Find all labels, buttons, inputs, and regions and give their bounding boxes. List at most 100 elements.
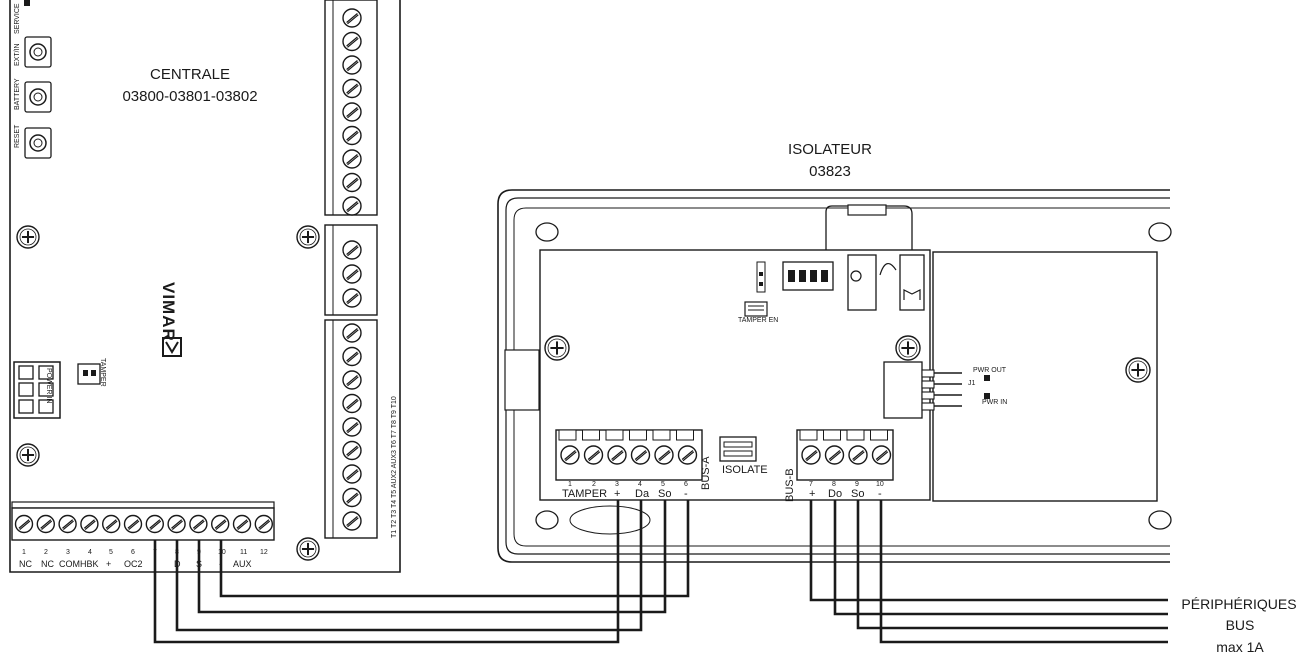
right-screw-top-0-slot	[346, 13, 358, 23]
j1-pin-1	[921, 380, 935, 389]
right-screw-top-1-slot2	[347, 37, 359, 48]
bottom-screw-3-slot	[62, 519, 74, 529]
right-screw-bot-0-slot	[346, 328, 358, 338]
right-screw-top-7-slot	[346, 177, 358, 188]
bottom-screw-4-slot2	[84, 520, 96, 530]
iso-side-notch	[504, 349, 540, 411]
iso-oval-tl	[535, 222, 559, 242]
wire-busb-s	[856, 500, 1168, 630]
busb-tab-2	[846, 429, 865, 441]
rt-label-group-1: T1 T2 T3 T4 T5 AUX2 AUX3 T6 T7 T8 T9 T10	[391, 396, 399, 538]
busa-tab-1	[582, 429, 600, 441]
rt-t4: T4	[391, 499, 398, 508]
led-1	[759, 272, 763, 276]
busa-screw-4-slot	[634, 450, 647, 460]
power-pin-0-0	[18, 365, 34, 380]
right-screw-top-2-slot2	[347, 61, 359, 72]
centrale-mount-bl-inner	[19, 446, 37, 464]
iso-mount-right-inner	[1128, 360, 1148, 380]
centrale-mount-tl-inner	[19, 228, 37, 246]
bottom-screw-6-slot	[127, 519, 139, 529]
service-led	[24, 0, 30, 6]
btn-label-extin: EXT/IN	[14, 43, 21, 66]
j1-pin-3	[921, 402, 935, 411]
micro-switch-2	[899, 254, 925, 311]
right-screw-top-5-slot	[346, 130, 358, 141]
button-dot-2	[33, 138, 43, 148]
centrale-models: 03800-03801-03802	[122, 88, 258, 105]
right-screw-bot-1-slot2	[347, 352, 359, 363]
wire-busb-d	[833, 500, 1168, 616]
power-in-label: POWER IN	[45, 368, 52, 404]
right-screw-mid-2-slot	[346, 293, 358, 303]
bottom-screw-7-slot	[149, 519, 161, 529]
right-screw-bot-3-slot	[346, 398, 358, 409]
iso-oval-br	[1148, 510, 1172, 530]
ct-num-5: 5	[109, 549, 113, 556]
isolate-bar-2	[723, 450, 753, 457]
bottom-screw-1-slot	[18, 519, 30, 529]
busa-screw-2-slot	[587, 450, 600, 460]
right-screw-top-8-slot2	[347, 202, 359, 213]
busb-screw-3-slot	[852, 450, 864, 460]
button-dot-1	[33, 92, 43, 102]
bottom-screw-8-slot	[171, 519, 183, 529]
bottom-screw-9-slot	[192, 519, 204, 529]
busb-minus: -	[878, 488, 882, 500]
isolateur-model: 03823	[809, 163, 851, 180]
rt-aux2: AUX2	[391, 469, 398, 489]
ct-num-1: 1	[22, 549, 26, 556]
wire-centrale-d	[175, 500, 643, 632]
rt-t7: T7	[391, 430, 398, 439]
right-screw-top-5-slot2	[347, 131, 359, 142]
bottom-screw-7-slot2	[150, 520, 162, 530]
output-bus: BUS	[1225, 617, 1255, 633]
bottom-screw-9-slot2	[193, 520, 205, 530]
dip-lever-1	[799, 270, 806, 282]
busa-screw-5-slot	[658, 450, 670, 460]
ct-num-8: 8	[175, 549, 179, 556]
bottom-screw-8-slot2	[171, 520, 183, 530]
bottom-screw-2-slot2	[41, 520, 53, 530]
iso-oval-bl	[535, 510, 559, 530]
right-screw-bot-2-slot2	[347, 376, 359, 387]
isolateur-title: ISOLATEUR	[788, 141, 872, 158]
bottom-block	[11, 507, 275, 541]
busa-screw-6-slot	[681, 450, 694, 460]
dip-lever-2	[810, 270, 817, 282]
busb-screw-2-slot2	[829, 451, 842, 462]
output-peripheriques: PÉRIPHÉRIQUES	[1181, 596, 1297, 612]
busa-num-2: 2	[592, 481, 596, 488]
ct-num-4: 4	[88, 549, 92, 556]
right-screw-bot-1-slot	[346, 351, 358, 362]
ct-label-minus: -	[219, 559, 222, 569]
right-screw-bot-3-slot2	[347, 399, 359, 410]
power-pin-0-1	[38, 365, 54, 380]
busb-do: Do	[828, 488, 843, 500]
busb-so: So	[851, 488, 865, 500]
busa-label: BUS-A	[700, 456, 712, 490]
right-screw-bot-6-slot	[346, 469, 358, 479]
bottom-screw-3-slot2	[62, 520, 74, 530]
rt-t3: T3	[391, 509, 398, 518]
right-screw-mid-2-slot2	[347, 294, 359, 305]
busa-screw-5-slot2	[659, 451, 671, 462]
pwr-in-label: PWR IN	[982, 399, 1008, 406]
bottom-screw-12-slot2	[259, 520, 271, 530]
micro-switch-2-lever	[903, 289, 921, 300]
wire-busb-plus	[809, 500, 1168, 602]
busa-num-5: 5	[661, 481, 665, 488]
right-screw-bot-8-slot2	[347, 517, 359, 528]
ct-num-9: 9	[197, 549, 201, 556]
bottom-screw-5-slot	[105, 519, 117, 529]
j1-label: J1	[968, 380, 976, 387]
rt-t8: T8	[391, 420, 398, 429]
bottom-screw-10-slot	[214, 519, 226, 529]
tamper-label-centrale: TAMPER	[99, 358, 106, 387]
right-screw-top-3-slot	[346, 83, 358, 94]
busa-num-6: 6	[684, 481, 688, 488]
ct-num-6: 6	[131, 549, 135, 556]
rt-t1: T1	[391, 529, 398, 538]
